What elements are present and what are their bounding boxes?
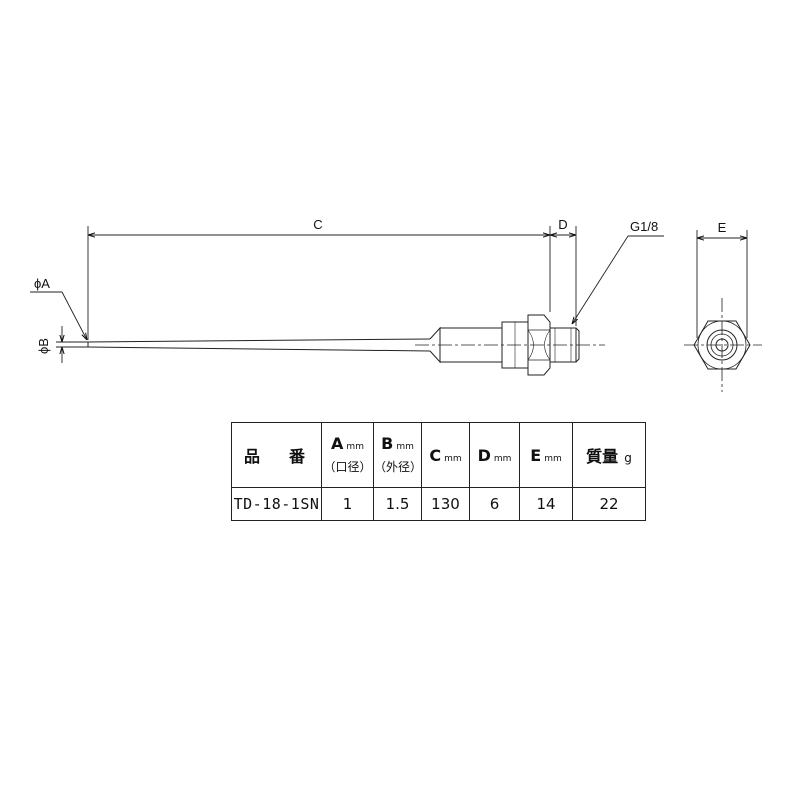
thread-leader	[572, 235, 664, 324]
nozzle-end-view	[684, 298, 762, 392]
header-b-sub: （外径）	[374, 460, 423, 475]
header-e-unit: mm	[544, 453, 562, 464]
cell-mass: 22	[572, 487, 646, 521]
dim-d-label: D	[558, 217, 567, 232]
header-a-sub: （口径）	[323, 460, 372, 475]
bore-circle	[715, 338, 729, 352]
cell-b: 1.5	[373, 487, 422, 521]
dimension-d	[550, 226, 577, 326]
thread-section	[549, 327, 577, 363]
spec-table-row: TD-18-1SN 1 1.5 130 6 14 22	[231, 487, 646, 521]
header-part-number: 品 番	[231, 422, 322, 488]
header-c-unit: mm	[444, 453, 462, 464]
dia-a-leader	[30, 291, 87, 340]
cell-d: 6	[469, 487, 520, 521]
header-part-number-char2: 番	[288, 447, 305, 466]
cell-e: 14	[519, 487, 573, 521]
tube-bottom-edge	[87, 346, 431, 352]
dia-b-dimension	[56, 326, 88, 363]
tube-top-edge	[87, 338, 431, 343]
cell-c: 130	[421, 487, 470, 521]
header-b-letter: B	[381, 434, 394, 454]
header-d-letter: D	[477, 445, 491, 465]
dim-e-label: E	[718, 220, 727, 235]
hex-nut-side	[527, 314, 551, 376]
dimension-c	[87, 226, 551, 340]
header-mass: 質量 g	[572, 422, 646, 488]
header-mass-unit: g	[624, 451, 632, 465]
header-a-letter: A	[331, 434, 344, 454]
header-e-letter: E	[530, 445, 542, 465]
nozzle-technical-drawing: C D G1/8 ϕA ϕB E	[30, 217, 762, 392]
thread-label: G1/8	[630, 219, 658, 234]
cell-a: 1	[321, 487, 374, 521]
dia-a-label: ϕA	[34, 276, 50, 291]
nozzle-side-view	[87, 314, 605, 376]
thread-outer-circle	[706, 329, 738, 361]
hex-outline	[693, 320, 751, 370]
dim-c-label: C	[313, 217, 322, 232]
header-c-letter: C	[429, 445, 442, 465]
dimension-e	[696, 230, 748, 338]
header-part-number-char1: 品	[244, 447, 261, 466]
header-mass-label: 質量	[586, 447, 619, 466]
header-d-unit: mm	[493, 453, 512, 464]
header-b-unit: mm	[396, 442, 414, 453]
header-a-unit: mm	[346, 442, 364, 453]
thread-inner-circle	[710, 333, 734, 357]
dia-b-label: ϕB	[36, 338, 51, 354]
hex-chamfer-circle	[697, 320, 747, 370]
cell-part-number: TD-18-1SN	[231, 487, 322, 521]
